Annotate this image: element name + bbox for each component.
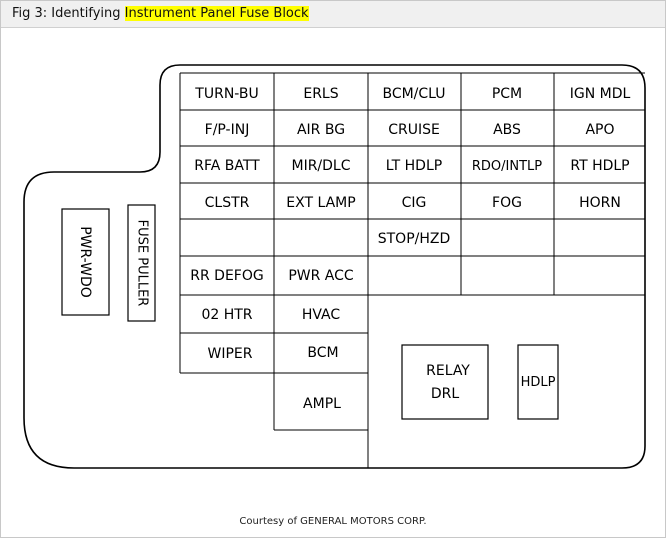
fuse-air-bg: AIR BG (297, 122, 345, 138)
fuse-abs: ABS (493, 122, 521, 138)
caption-highlight: Instrument Panel Fuse Block (124, 6, 309, 21)
relay-hdlp-label: HDLP (521, 375, 556, 390)
fuse-rfa-batt: RFA BATT (194, 158, 260, 174)
fuse-bcm-clu: BCM/CLU (382, 86, 445, 102)
fuse-rr-defog: RR DEFOG (190, 268, 263, 284)
fuse-cruise: CRUISE (388, 122, 440, 138)
fuse-apo: APO (585, 122, 614, 138)
fuse-horn: HORN (579, 195, 621, 211)
fuse-mir-dlc: MIR/DLC (291, 158, 350, 174)
fuse-rt-hdlp: RT HDLP (570, 158, 629, 174)
fuse-erls: ERLS (303, 86, 338, 102)
fuse-fp-inj: F/P-INJ (205, 122, 250, 138)
fuse-turn-bu: TURN-BU (194, 86, 258, 102)
relay-drl-line2: DRL (431, 386, 460, 402)
fuse-pwr-acc: PWR ACC (288, 268, 354, 284)
fuse-grid (179, 72, 645, 468)
fuse-cig: CIG (402, 195, 427, 211)
fuse-fog: FOG (492, 195, 522, 211)
fuse-ign-mdl: IGN MDL (570, 86, 631, 102)
pwr-wdo-breaker (61, 208, 110, 316)
fuse-puller-label: FUSE PULLER (135, 220, 150, 307)
fuse-block-outline (23, 64, 646, 469)
fuse-lt-hdlp: LT HDLP (386, 158, 442, 174)
fuse-puller (127, 204, 156, 322)
relay-hdlp (517, 344, 559, 420)
courtesy-note: Courtesy of GENERAL MOTORS CORP. (239, 516, 427, 527)
figure-caption: Fig 3: Identifying Instrument Panel Fuse… (12, 6, 309, 21)
fuse-rdo-intlp: RDO/INTLP (472, 159, 542, 174)
fuse-ampl: AMPL (303, 396, 341, 412)
fuse-02-htr: 02 HTR (201, 307, 252, 323)
fuse-clstr: CLSTR (205, 195, 250, 211)
fuse-bcm: BCM (307, 345, 338, 361)
relay-drl (401, 344, 489, 420)
fuse-hvac: HVAC (302, 307, 341, 323)
fuse-stop-hzd: STOP/HZD (378, 231, 451, 247)
fuse-pcm: PCM (492, 86, 522, 102)
fuse-wiper: WIPER (208, 346, 253, 362)
pwr-wdo-label: PWR-WDO (77, 226, 93, 298)
relay-drl-line1: RELAY (426, 363, 470, 379)
caption-bar: Fig 3: Identifying Instrument Panel Fuse… (1, 1, 665, 28)
fuse-ext-lamp: EXT LAMP (286, 195, 355, 211)
caption-prefix: Fig 3: Identifying (12, 6, 125, 21)
